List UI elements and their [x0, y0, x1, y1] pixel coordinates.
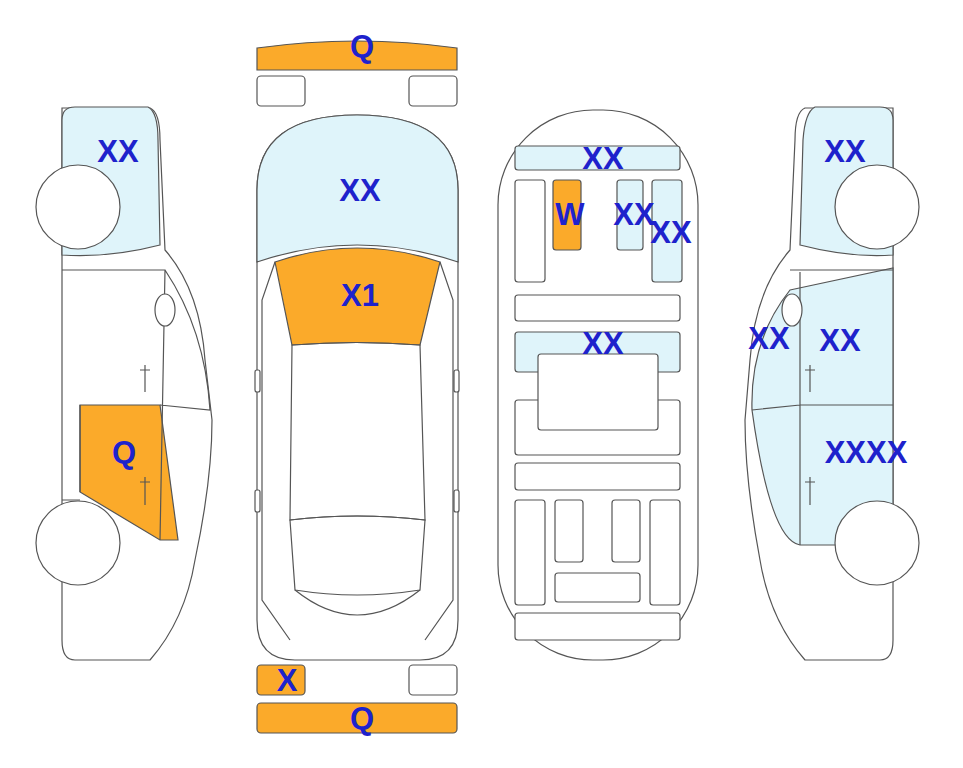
damage-marker: XX: [748, 323, 789, 354]
damage-code: XX: [650, 217, 691, 248]
damage-marker: Q: [350, 31, 374, 62]
damage-code: XX: [339, 175, 380, 206]
interior-outline: [498, 110, 698, 660]
damage-code: X: [277, 665, 298, 696]
mirror: [255, 370, 260, 392]
rear-light: [257, 665, 305, 695]
interior-part: [515, 463, 680, 490]
damage-marker: XX: [582, 328, 623, 359]
damage-code: W: [555, 199, 584, 230]
wheel: [835, 165, 919, 249]
mirror: [454, 370, 459, 392]
interior-part: [555, 573, 640, 602]
damage-marker: XX: [650, 217, 691, 248]
interior-part: [515, 180, 545, 282]
damage-code: XX: [748, 323, 789, 354]
damage-code: XXXX: [825, 437, 908, 468]
damage-code: XX: [824, 136, 865, 167]
damage-code: XX: [582, 328, 623, 359]
windshield-panel: [275, 248, 440, 345]
handle: [454, 490, 459, 512]
damage-marker: XX: [824, 136, 865, 167]
headlight: [409, 76, 457, 106]
damage-code: XX: [97, 136, 138, 167]
damage-marker: XX: [613, 199, 654, 230]
car-body-top: [257, 115, 458, 660]
damage-marker: Q: [112, 437, 136, 468]
interior-part: [555, 500, 583, 562]
interior-part: [515, 500, 545, 605]
damage-marker: X: [277, 665, 298, 696]
mirror: [155, 294, 175, 326]
roof-outline: [290, 343, 425, 521]
interior-part: [515, 295, 680, 321]
damage-code: XX: [613, 199, 654, 230]
hood-panel: [257, 115, 458, 262]
wheel: [835, 501, 919, 585]
damage-marker: Q: [350, 703, 374, 734]
damage-code: X1: [341, 280, 379, 311]
damage-marker: XX: [819, 325, 860, 356]
handle: [140, 365, 150, 505]
rear-window: [290, 516, 425, 595]
headlight: [257, 76, 305, 106]
damage-code: XX: [819, 325, 860, 356]
console: [538, 354, 658, 430]
handle: [805, 365, 815, 505]
damage-marker: W: [555, 199, 584, 230]
wheel: [36, 501, 120, 585]
damage-marker: XX: [582, 143, 623, 174]
interior-part: [515, 613, 680, 640]
damage-code: Q: [350, 703, 374, 734]
interior-part: [650, 500, 680, 605]
damage-code: Q: [112, 437, 136, 468]
interior-part: [612, 500, 640, 562]
damage-marker: XXXX: [825, 437, 908, 468]
damage-code: Q: [350, 31, 374, 62]
damage-marker: XX: [97, 136, 138, 167]
body-line: [262, 262, 453, 640]
rear-light: [409, 665, 457, 695]
damage-code: XX: [582, 143, 623, 174]
mirror: [782, 294, 802, 326]
rear-bumper: [257, 703, 457, 733]
trunk-line: [295, 590, 420, 615]
wheel: [36, 165, 120, 249]
door-line: [62, 270, 210, 540]
handle: [255, 490, 260, 512]
damage-marker: XX: [339, 175, 380, 206]
damage-marker: X1: [341, 280, 379, 311]
